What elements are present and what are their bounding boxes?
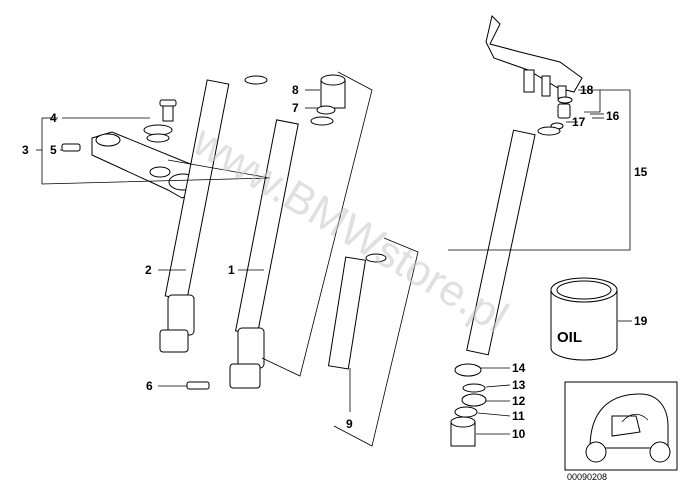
callouts: 1 2 3 4 5 6 7 8 9 10 11 12 13 14 15 16 1… [22,83,648,441]
bushing-8 [316,74,346,115]
callout-9: 9 [346,417,353,431]
callout-8: 8 [292,83,299,97]
oil-can-19: OIL [550,277,618,361]
callout-6: 6 [146,379,153,393]
callout-1: 1 [228,263,235,277]
callout-2: 2 [145,263,152,277]
callout-16: 16 [606,109,620,123]
fork-leg-2 [159,75,268,353]
callout-12: 12 [512,394,526,408]
seal-stack [450,363,487,447]
callout-19: 19 [634,314,648,328]
callout-5: 5 [50,143,57,157]
callout-14: 14 [512,361,526,375]
vehicle-thumbnail: 00090208 [564,381,678,482]
callout-15: 15 [634,165,648,179]
callout-4: 4 [50,111,57,125]
reference-code: 00090208 [567,472,607,482]
callout-3: 3 [22,143,29,157]
callout-7: 7 [292,101,299,115]
callout-18: 18 [580,83,594,97]
callout-17: 17 [572,115,586,129]
fork-tube-15 [466,15,583,356]
callout-10: 10 [512,427,526,441]
leader-lines [36,71,632,447]
callout-11: 11 [512,409,525,423]
oil-label: OIL [557,329,582,346]
fork-leg-1 [186,116,334,390]
callout-13: 13 [512,378,526,392]
inner-tube-9 [327,253,387,370]
